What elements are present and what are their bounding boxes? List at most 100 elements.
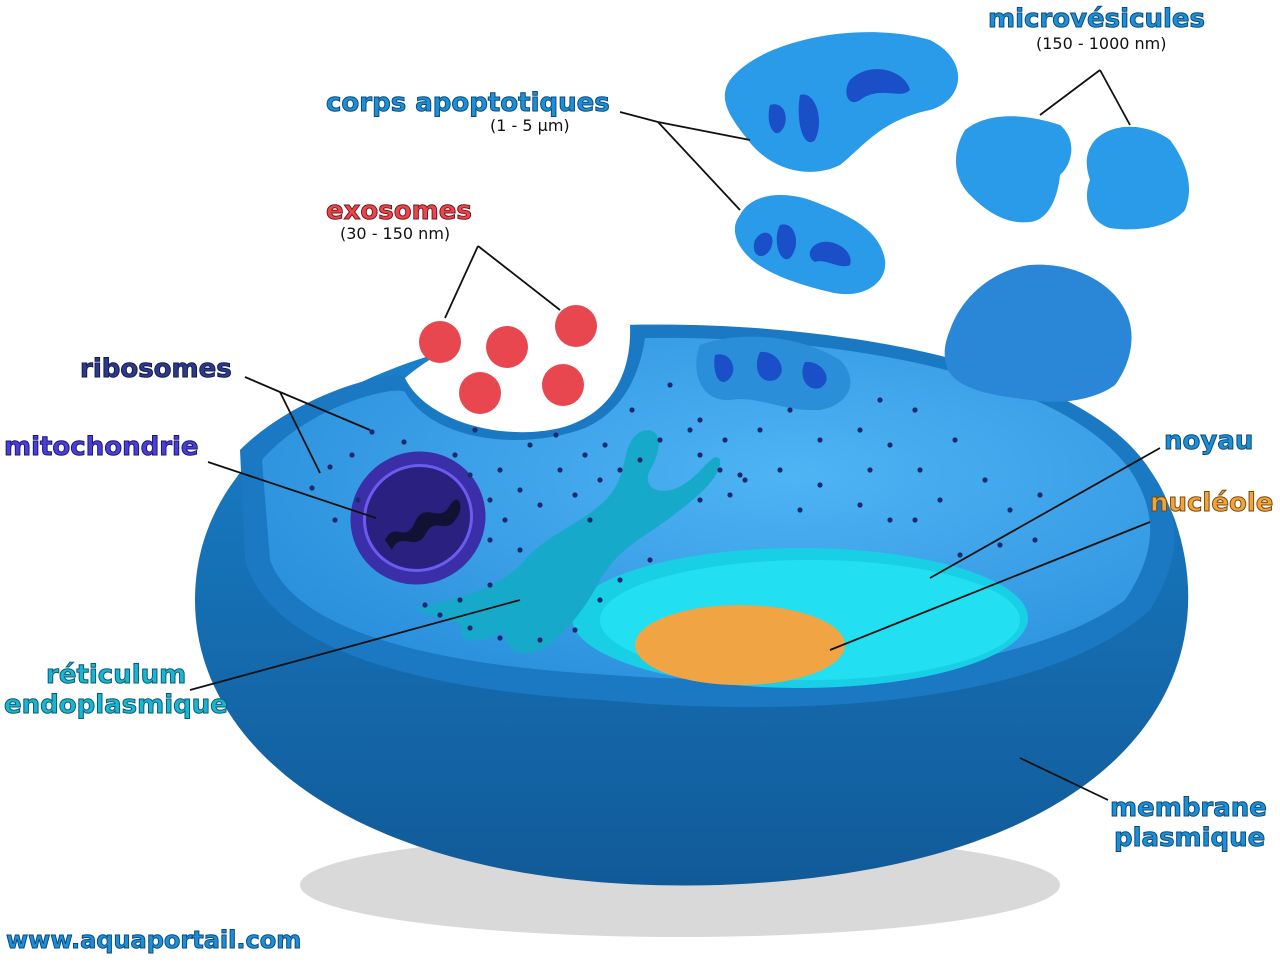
- ribosome-dot: [349, 452, 355, 458]
- ribosome-dot: [553, 432, 559, 438]
- ribosome-dot: [887, 442, 893, 448]
- leader-line: [279, 391, 321, 474]
- ribosome-dot: [1032, 537, 1038, 543]
- ribosome-dot: [452, 452, 458, 458]
- label-noyau: noyau: [1163, 426, 1254, 456]
- leader-line: [619, 111, 659, 123]
- ribosome-dot: [487, 497, 493, 503]
- ribosome-dot: [355, 497, 361, 503]
- leader-line: [1099, 69, 1131, 126]
- ribosome-dot: [597, 477, 603, 483]
- mitochondria-cristae: [385, 499, 461, 550]
- leader-line: [189, 599, 521, 691]
- ribosome-dot: [687, 427, 693, 433]
- ribosome-dot: [572, 492, 578, 498]
- ribosome-dot: [777, 467, 783, 473]
- leader-line: [929, 447, 1161, 579]
- ribosome-dot: [487, 537, 493, 543]
- label-exosomes: exosomes: [326, 196, 473, 226]
- microvesicle: [944, 264, 1132, 402]
- leader-line: [657, 121, 741, 211]
- ribosome-dot: [497, 467, 503, 473]
- ribosome-dot: [537, 637, 543, 643]
- exosome: [555, 305, 597, 347]
- ribosome-dot: [637, 457, 643, 463]
- ribosome-dot: [912, 407, 918, 413]
- label-ribosomes: ribosomes: [80, 354, 233, 384]
- ribosome-dot: [557, 467, 563, 473]
- apoptotic-body-inner: [753, 224, 851, 267]
- ribosome-dot: [857, 502, 863, 508]
- ribosome-dot: [527, 442, 533, 448]
- ribosome-dot: [657, 437, 663, 443]
- ribosome-dot: [467, 625, 473, 631]
- ribosome-dot: [587, 517, 593, 523]
- exosome: [419, 321, 461, 363]
- ribosome-dot: [422, 602, 428, 608]
- ribosome-dot: [737, 472, 743, 478]
- ribosome-dot: [742, 477, 748, 483]
- ribosome-dot: [717, 467, 723, 473]
- ribosome-dot: [982, 477, 988, 483]
- ribosome-dot: [952, 437, 958, 443]
- ribosome-dot: [517, 547, 523, 553]
- ribosome-dot: [517, 487, 523, 493]
- apoptotic-body-inner: [768, 69, 910, 143]
- ribosome-dot: [1007, 507, 1013, 513]
- microvesicle: [955, 116, 1072, 223]
- ribosome-dot: [697, 497, 703, 503]
- apoptotic-body: [734, 195, 886, 295]
- label-mitochondrie: mitochondrie: [4, 432, 200, 462]
- ribosome-dot: [597, 597, 603, 603]
- apoptotic-body: [724, 32, 959, 172]
- ribosomes-dots: [309, 382, 1043, 643]
- label-microvesicules: microvésicules: [987, 4, 1206, 34]
- label-membrane-line1: membrane: [1110, 793, 1268, 823]
- leader-line: [477, 245, 561, 311]
- ribosome-dot: [617, 467, 623, 473]
- exosome: [459, 372, 501, 414]
- leader-line: [444, 245, 479, 319]
- label-nucleole: nucléole: [1149, 488, 1274, 518]
- ribosome-dot: [887, 517, 893, 523]
- leader-lines: [189, 69, 1161, 801]
- ribosome-dot: [727, 492, 733, 498]
- ribosome-dot: [467, 472, 473, 478]
- ribosome-dot: [309, 485, 315, 491]
- leader-line: [1019, 757, 1109, 801]
- leader-line: [1039, 69, 1101, 116]
- nucleolus: [635, 605, 845, 685]
- leader-line: [829, 521, 1151, 651]
- ribosome-dot: [817, 482, 823, 488]
- leader-line: [244, 376, 281, 393]
- ribosome-dot: [697, 452, 703, 458]
- leader-line: [657, 121, 751, 141]
- ribosome-dot: [502, 517, 508, 523]
- ribosome-dot: [667, 382, 673, 388]
- ribosome-dot: [697, 417, 703, 423]
- label-corps-apoptotiques-size: (1 - 5 µm): [490, 116, 570, 135]
- ribosome-dot: [797, 507, 803, 513]
- ribosome-dot: [472, 427, 478, 433]
- ribosome-dot: [937, 497, 943, 503]
- ribosome-dot: [457, 597, 463, 603]
- ribosome-dot: [647, 557, 653, 563]
- label-membrane-line2: plasmique: [1113, 823, 1266, 853]
- ribosome-dot: [401, 439, 407, 445]
- leader-line: [279, 391, 371, 431]
- exosome-pocket: [405, 322, 631, 433]
- exosome: [542, 364, 584, 406]
- ribosome-dot: [487, 582, 493, 588]
- ribosome-dot: [917, 467, 923, 473]
- ribosome-dot: [602, 442, 608, 448]
- ribosome-dot: [629, 407, 635, 413]
- ribosome-dot: [817, 437, 823, 443]
- label-reticulum-line2: endoplasmique: [4, 690, 229, 720]
- website-link[interactable]: www.aquaportail.com: [5, 926, 302, 954]
- cytoplasm-vesicle-inner: [714, 351, 827, 389]
- ribosome-dot: [537, 502, 543, 508]
- ribosome-dot: [437, 612, 443, 618]
- ribosome-dot: [957, 552, 963, 558]
